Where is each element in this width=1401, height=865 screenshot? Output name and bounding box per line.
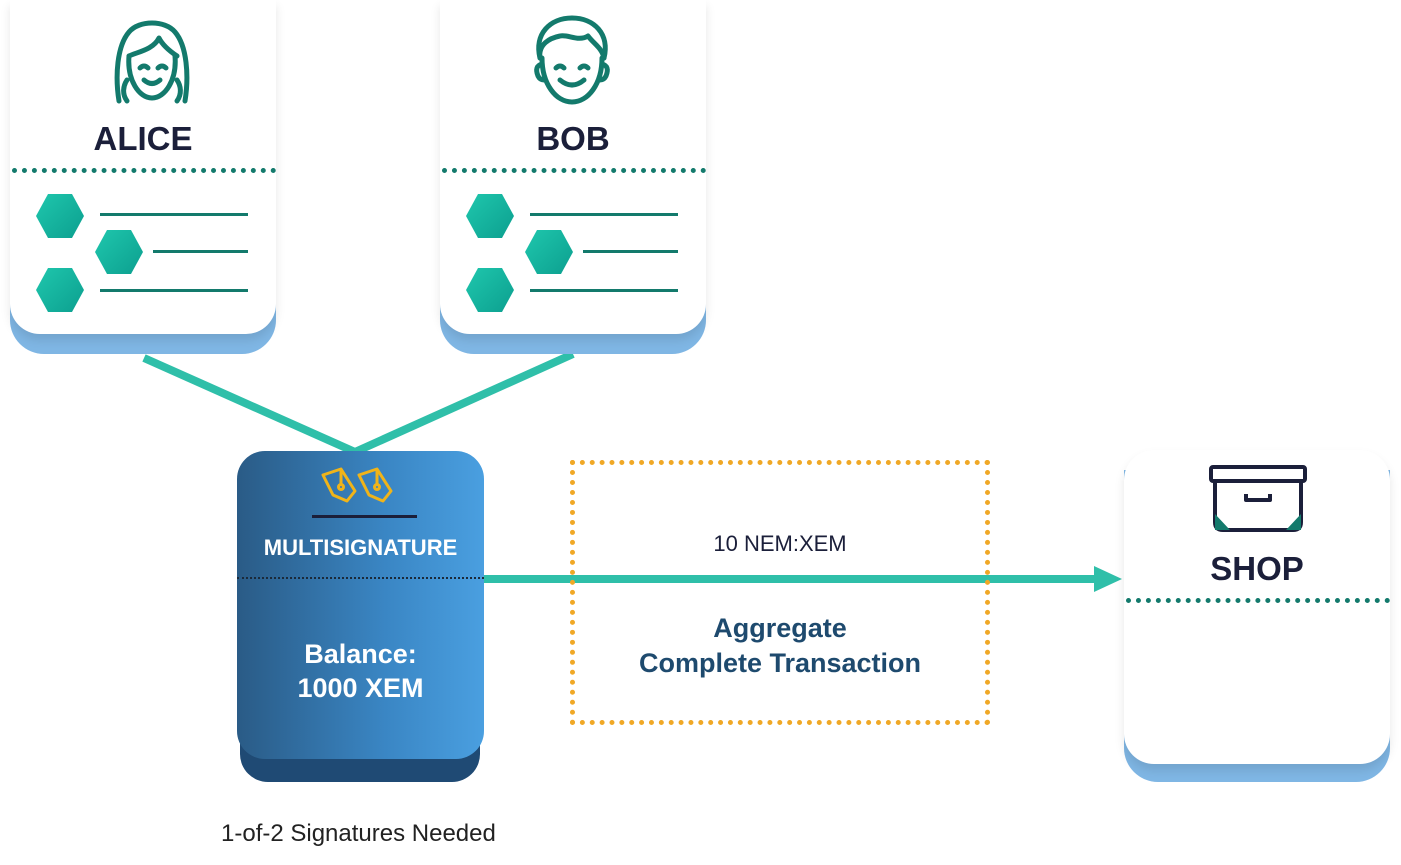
bob-divider <box>442 168 706 173</box>
shop-divider <box>1126 598 1390 603</box>
aggregate-title-line2: Complete Transaction <box>638 648 922 678</box>
bob-avatar-icon <box>534 15 610 105</box>
alice-line-2 <box>153 250 248 253</box>
alice-line-3 <box>100 289 248 292</box>
bob-hex-3 <box>466 268 514 312</box>
transfer-amount: 10 NEM:XEM <box>713 531 847 556</box>
multisig-underline <box>312 515 417 518</box>
bob-hex-2 <box>525 230 573 274</box>
multisig-dotted-line <box>237 577 484 579</box>
bob-line-2 <box>583 250 678 253</box>
alice-line-1 <box>100 213 248 216</box>
shop-card: SHOP <box>1124 450 1390 764</box>
multisig-label: MULTISIGNATURE <box>263 535 458 560</box>
bob-title: BOB <box>536 120 610 157</box>
bob-line-1 <box>530 213 678 216</box>
storage-box-icon <box>1209 465 1307 532</box>
alice-card: ALICE <box>10 0 276 334</box>
multisig-account: MULTISIGNATURE Balance: 1000 XEM <box>237 451 484 759</box>
alice-divider <box>12 168 276 173</box>
alice-connector <box>142 354 357 456</box>
alice-title: ALICE <box>93 120 193 157</box>
bob-hex-1 <box>466 194 514 238</box>
aggregate-title-line1: Aggregate <box>713 613 847 643</box>
alice-hex-2 <box>95 230 143 274</box>
alice-hex-3 <box>36 268 84 312</box>
balance-value: 1000 XEM <box>297 673 424 703</box>
bob-line-3 <box>530 289 678 292</box>
signature-requirement-caption: 1-of-2 Signatures Needed <box>221 820 496 847</box>
aggregate-transaction-box: 10 NEM:XEM Aggregate Complete Transactio… <box>570 460 990 725</box>
transfer-arrow-head <box>1094 566 1122 592</box>
bob-connector <box>353 350 575 456</box>
alice-hex-1 <box>36 194 84 238</box>
pen-nib-icon <box>321 467 393 503</box>
shop-title: SHOP <box>1210 550 1304 587</box>
balance-label: Balance: <box>304 639 417 669</box>
alice-avatar-icon <box>114 20 190 104</box>
bob-card: BOB <box>440 0 706 334</box>
